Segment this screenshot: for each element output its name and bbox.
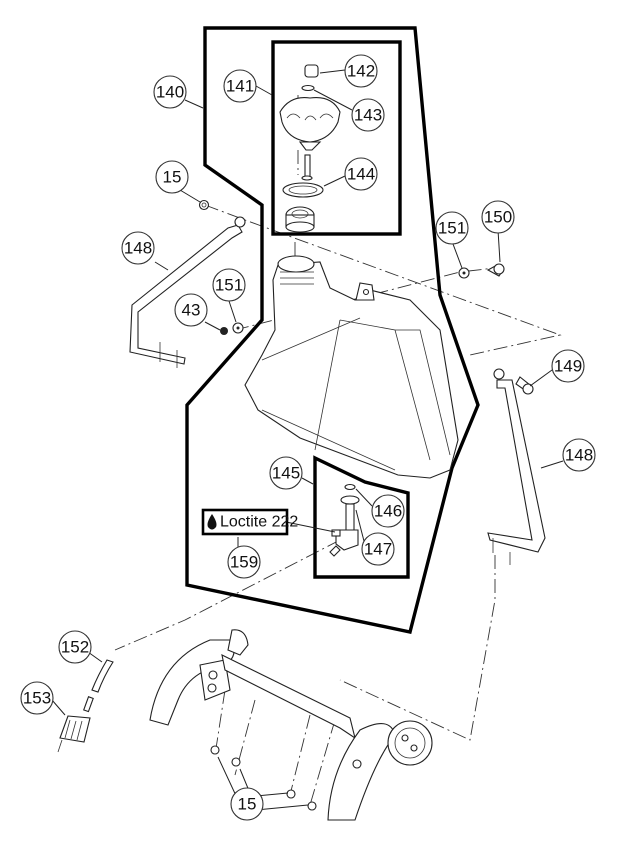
part-144-gasket — [282, 154, 324, 233]
svg-text:151: 151 — [215, 276, 243, 295]
svg-text:140: 140 — [156, 83, 184, 102]
part-147-fuel-valve — [329, 495, 360, 557]
group-outline-145 — [313, 455, 410, 579]
leader-lines — [51, 69, 564, 811]
loctite-label: Loctite 222 — [220, 514, 298, 531]
drop-icon — [207, 514, 217, 530]
svg-text:15: 15 — [163, 168, 182, 187]
callout-15-bottom: 15 — [230, 787, 264, 821]
svg-text:148: 148 — [124, 239, 152, 258]
svg-text:144: 144 — [347, 165, 375, 184]
part-15-nuts-bottom — [210, 745, 317, 811]
part-152-fuel-hose — [91, 659, 114, 693]
callout-149: 149 — [551, 349, 585, 383]
callout-43: 43 — [174, 293, 208, 327]
callout-152: 152 — [58, 630, 92, 664]
callout-151-right: 151 — [435, 211, 469, 245]
part-151-washer-left — [232, 322, 244, 334]
group-outline-141 — [271, 40, 402, 236]
svg-text:141: 141 — [226, 77, 254, 96]
callout-148-right: 148 — [562, 438, 596, 472]
svg-text:147: 147 — [364, 540, 392, 559]
callout-141: 141 — [223, 69, 257, 103]
callout-145: 145 — [269, 456, 303, 490]
callout-146: 146 — [371, 494, 405, 528]
callout-144: 144 — [344, 157, 378, 191]
part-15-nut-top — [198, 199, 210, 211]
callout-15-top: 15 — [155, 160, 189, 194]
svg-text:159: 159 — [230, 553, 258, 572]
part-146-oring — [344, 483, 356, 491]
callout-140: 140 — [153, 75, 187, 109]
svg-text:145: 145 — [272, 464, 300, 483]
part-143-washer — [301, 84, 315, 92]
part-148-right-bracket — [487, 368, 546, 565]
svg-text:143: 143 — [354, 106, 382, 125]
callout-143: 143 — [351, 98, 385, 132]
callout-159: 159 — [227, 545, 261, 579]
svg-text:152: 152 — [61, 638, 89, 657]
part-142-cap-plug — [304, 64, 319, 78]
callout-142: 142 — [344, 54, 378, 88]
callout-150: 150 — [481, 200, 515, 234]
part-43-nut — [220, 327, 228, 335]
svg-text:149: 149 — [554, 357, 582, 376]
svg-text:153: 153 — [23, 689, 51, 708]
svg-text:15: 15 — [238, 795, 257, 814]
loctite-note: Loctite 222 — [201, 508, 298, 536]
callout-151-left: 151 — [212, 268, 246, 302]
part-148-left-bracket — [129, 216, 246, 368]
fuel-tank — [244, 255, 459, 479]
group-outline-140 — [185, 26, 480, 634]
callout-147: 147 — [361, 532, 395, 566]
svg-text:43: 43 — [182, 301, 201, 320]
part-151-washer-right — [458, 267, 470, 279]
handlebar-frame — [149, 629, 433, 821]
callout-153: 153 — [20, 681, 54, 715]
svg-text:150: 150 — [484, 208, 512, 227]
callout-148-left: 148 — [121, 231, 155, 265]
part-149-bolt — [515, 376, 534, 395]
svg-text:151: 151 — [438, 219, 466, 238]
part-141-cap-knob — [279, 97, 341, 151]
svg-text:148: 148 — [565, 446, 593, 465]
part-153-fuel-filter — [57, 696, 94, 753]
svg-text:146: 146 — [374, 502, 402, 521]
part-150-bolt — [486, 263, 505, 277]
svg-text:142: 142 — [347, 62, 375, 81]
